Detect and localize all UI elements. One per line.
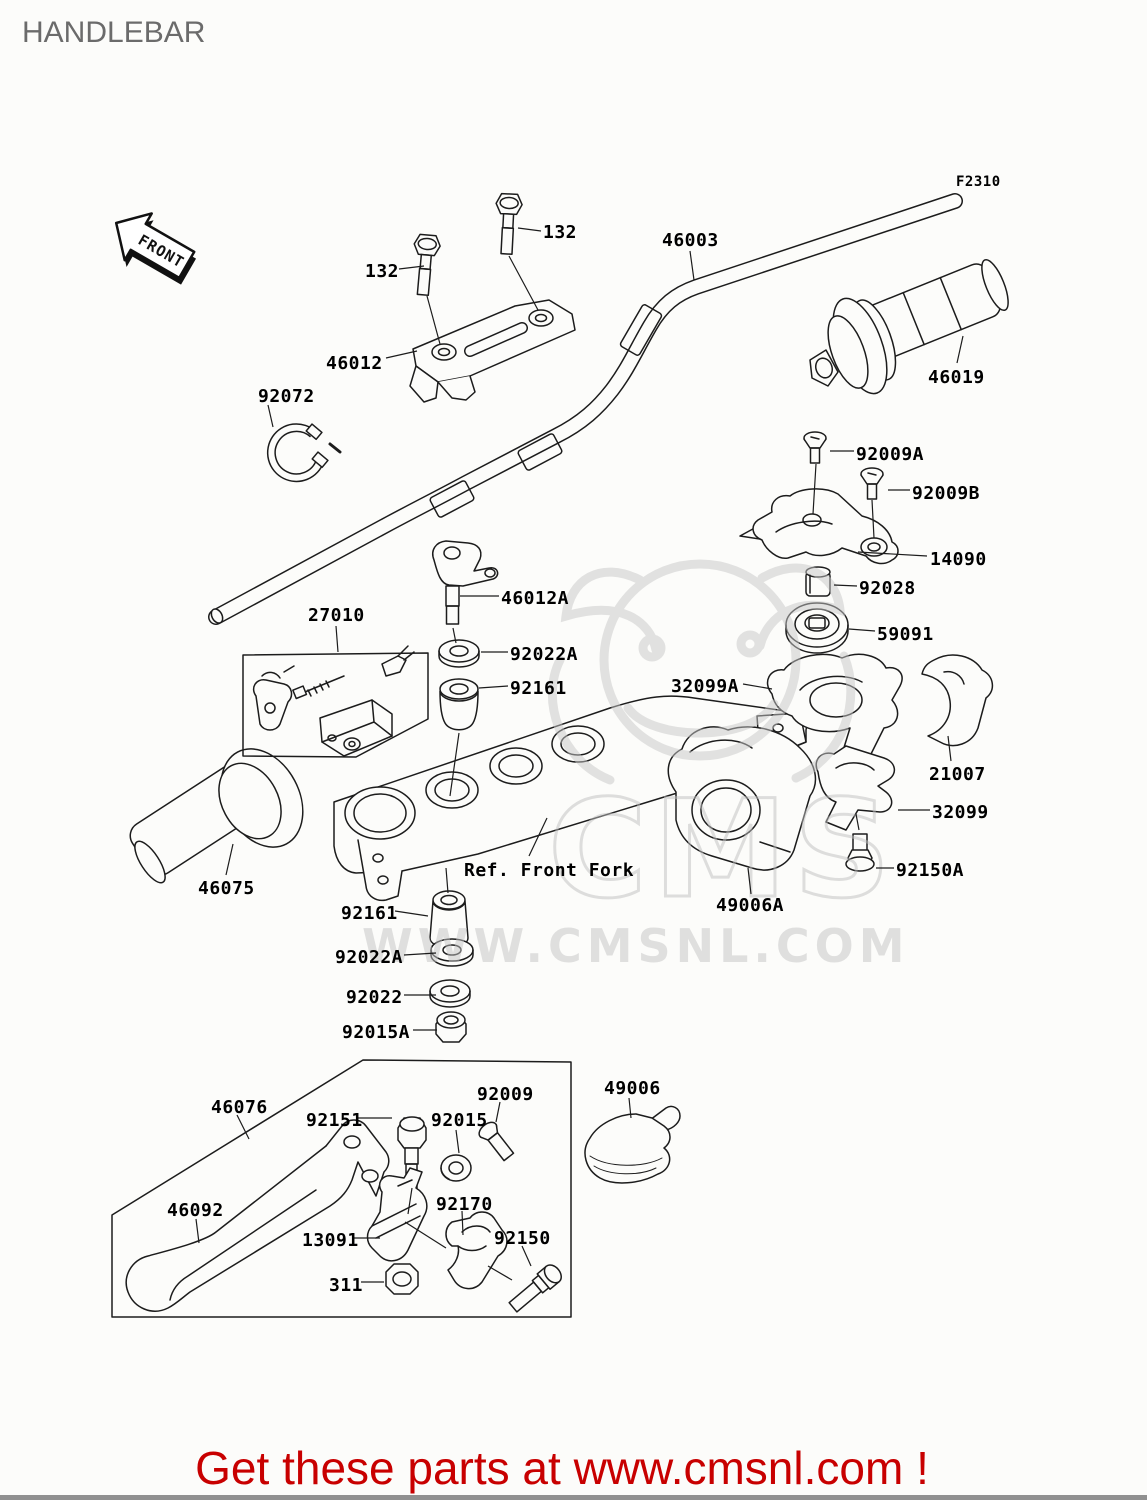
part-clamp-band-92072: [266, 423, 342, 483]
part-bolt-132-right: [495, 192, 523, 255]
part-label-92009B: 92009B: [912, 483, 980, 504]
page-title: HANDLEBAR: [22, 16, 205, 49]
part-label-46075: 46075: [198, 878, 255, 899]
part-label-21007: 21007: [929, 764, 986, 785]
part-washer-92022A-top: [438, 639, 480, 668]
knurl-band: [429, 304, 663, 518]
diagram-code: F2310: [956, 174, 1001, 190]
watermark-logo-swirl: [547, 559, 856, 785]
part-grip-46075: [129, 748, 304, 884]
part-cover-49006: [584, 1105, 681, 1184]
part-handlebar-46003: [208, 193, 963, 625]
part-throttle-housing-49006A: [667, 726, 817, 871]
part-label-46012: 46012: [326, 353, 383, 374]
part-switch-assy-27010: [242, 645, 429, 758]
part-label-92150: 92150: [494, 1228, 551, 1249]
leader-lines: [195, 227, 964, 1283]
part-label-59091: 59091: [877, 624, 934, 645]
part-damper-92161-top: [439, 678, 479, 731]
part-label-92170: 92170: [436, 1194, 493, 1215]
part-damper-92161-bottom: [429, 890, 469, 949]
part-label-92151: 92151: [306, 1110, 363, 1131]
alignment-lines: [404, 255, 875, 1281]
part-label-32099: 32099: [932, 802, 989, 823]
part-label-132-right: 132: [543, 222, 577, 243]
part-bolt-92150A: [845, 833, 875, 872]
part-label-46012A: 46012A: [501, 588, 569, 609]
part-lever-assy-46076: [111, 1059, 572, 1318]
part-label-92009: 92009: [477, 1084, 534, 1105]
part-label-46003: 46003: [662, 230, 719, 251]
footer-promo-text: Get these parts at www.cmsnl.com !: [195, 1442, 929, 1494]
part-label-13091: 13091: [302, 1230, 359, 1251]
part-label-92022A-top: 92022A: [510, 644, 578, 665]
watermark-logo-text: CMS: [548, 771, 897, 928]
part-ring-92015: [440, 1154, 472, 1182]
watermark: CMS WWW.CMSNL.COM: [362, 559, 910, 973]
part-label-92161-top: 92161: [510, 678, 567, 699]
part-label-132-left: 132: [365, 261, 399, 282]
part-label-14090: 14090: [930, 549, 987, 570]
part-label-46076: 46076: [211, 1097, 268, 1118]
part-cover-14090: [739, 488, 899, 565]
part-label-49006A: 49006A: [716, 895, 784, 916]
part-label-92009A: 92009A: [856, 444, 924, 465]
part-handlebar-clamp-46012: [409, 299, 576, 403]
part-nut-92015A: [435, 1011, 467, 1043]
part-label-92015A: 92015A: [342, 1022, 410, 1043]
part-label-92150A: 92150A: [896, 860, 964, 881]
part-damper-59091: [785, 602, 849, 654]
part-label-49006: 49006: [604, 1078, 661, 1099]
part-screw-92009B: [860, 467, 884, 500]
front-arrow: FRONT: [114, 212, 197, 285]
part-clamp-92170: [445, 1211, 508, 1290]
part-screw-92009A: [803, 431, 827, 464]
part-label-92161-bottom: 92161: [341, 903, 398, 924]
part-label-311: 311: [329, 1275, 363, 1296]
bottom-border: [0, 1495, 1147, 1500]
part-holder-21007: [921, 654, 994, 747]
part-label-27010: 27010: [308, 605, 365, 626]
part-label-32099A: 32099A: [671, 676, 739, 697]
part-washer-92022: [429, 979, 471, 1008]
part-washer-92022A-bottom: [430, 938, 474, 967]
part-nut-311: [385, 1263, 419, 1295]
part-label-92022: 92022: [346, 987, 403, 1008]
part-label-46019: 46019: [928, 367, 985, 388]
part-screw-92009: [478, 1121, 515, 1162]
part-lever-46092: [125, 1119, 390, 1312]
part-label-92072: 92072: [258, 386, 315, 407]
part-label-92015: 92015: [431, 1110, 488, 1131]
ref-front-fork-label: Ref. Front Fork: [464, 860, 634, 881]
part-label-92022A-bottom: 92022A: [335, 947, 403, 968]
part-bolt-92150: [508, 1264, 562, 1313]
part-label-92028: 92028: [859, 578, 916, 599]
part-label-46092: 46092: [167, 1200, 224, 1221]
part-bolt-132-left: [413, 233, 441, 297]
part-throttle-grip-46019: [809, 258, 1009, 395]
watermark-url-text: WWW.CMSNL.COM: [362, 919, 910, 973]
part-holder-stem-46012A: [432, 540, 499, 625]
part-labels: 132 132 46003 46012 46019 92072 92009A 9…: [167, 222, 989, 1296]
front-arrow-shape: [114, 212, 196, 280]
